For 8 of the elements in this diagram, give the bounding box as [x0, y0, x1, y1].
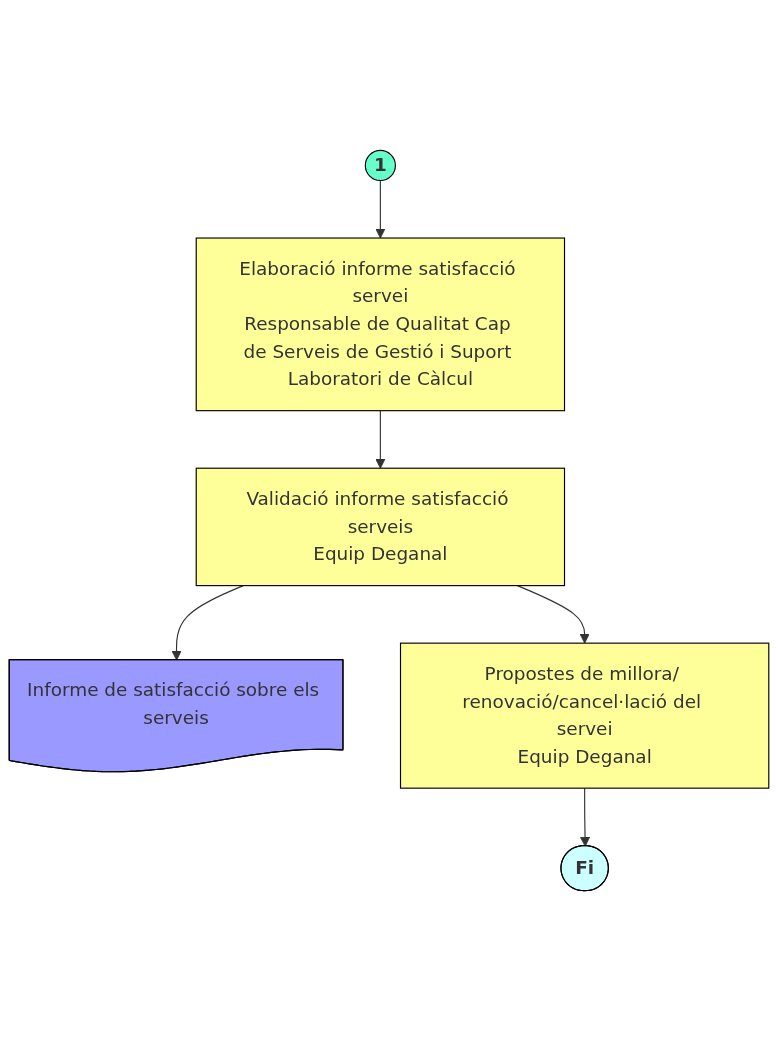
- node-circle: 1: [364, 149, 396, 182]
- arrow: [516, 585, 590, 644]
- arrow: [375, 410, 386, 469]
- node-box: Elaboració informe satisfacció servei Responsable de Qualitat Cap de Serveis de Gestió i Suport Laboratori de Càlcul: [195, 237, 566, 412]
- arrow: [580, 787, 591, 847]
- node-box: Validació informe satisfacció serveis Equip Deganal: [195, 467, 566, 587]
- node-box: Propostes de millora/ renovació/cancel·lació del servei Equip Deganal: [399, 642, 770, 789]
- arrow: [375, 179, 386, 239]
